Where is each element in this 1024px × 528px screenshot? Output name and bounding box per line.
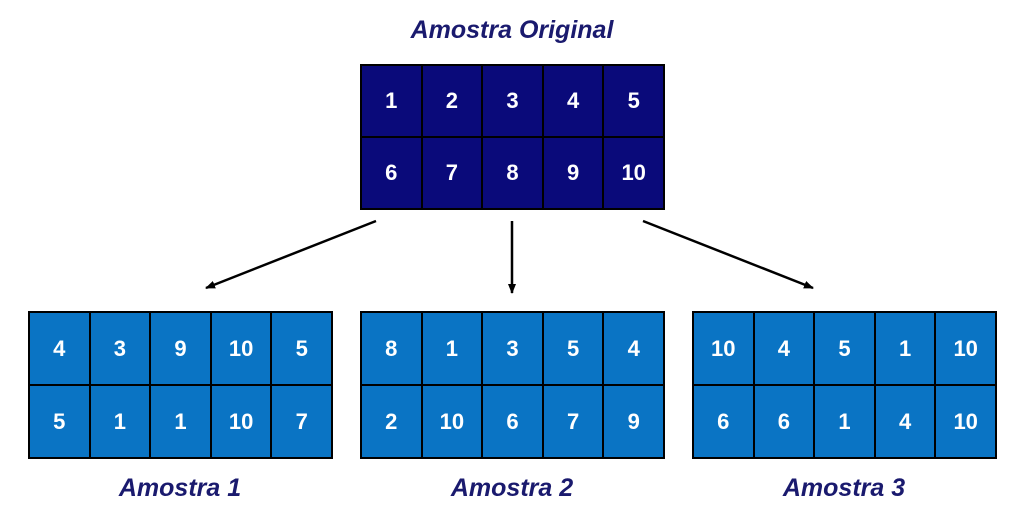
grid-cell: 6: [361, 137, 422, 209]
grid-cell: 8: [482, 137, 543, 209]
grid-cell: 7: [542, 385, 604, 458]
grid-cell: 10: [210, 312, 272, 385]
grid-cell: 8: [361, 312, 422, 385]
grid-cell: 10: [935, 385, 996, 458]
grid-cell: 10: [693, 312, 754, 385]
grid-cell: 10: [603, 137, 664, 209]
grid-cell: 4: [874, 385, 936, 458]
sample-2-title: Amostra 2: [450, 474, 574, 502]
grid-cell: 2: [361, 385, 422, 458]
sample-2-grid: 8 1 3 5 4 2 10 6 7 9: [360, 311, 665, 459]
grid-cell: 9: [150, 312, 211, 385]
grid-cell: 6: [693, 385, 754, 458]
grid-cell: 7: [271, 385, 332, 458]
grid-cell: 1: [89, 385, 151, 458]
grid-cell: 4: [29, 312, 90, 385]
grid-cell: 5: [603, 65, 664, 137]
sample-3-grid: 10 4 5 1 10 6 6 1 4 10: [692, 311, 997, 459]
grid-cell: 10: [210, 385, 272, 458]
grid-cell: 6: [482, 385, 543, 458]
grid-cell: 1: [421, 312, 483, 385]
original-sample-title: Amostra Original: [410, 16, 614, 44]
grid-cell: 5: [271, 312, 332, 385]
grid-cell: 7: [421, 137, 483, 209]
sample-1-grid: 4 3 9 10 5 5 1 1 10 7: [28, 311, 333, 459]
grid-cell: 10: [935, 312, 996, 385]
grid-cell: 6: [753, 385, 815, 458]
arrow-to-sample-1: [205, 219, 377, 290]
grid-cell: 1: [150, 385, 211, 458]
original-sample-grid: 1 2 3 4 5 6 7 8 9 10: [360, 64, 665, 210]
grid-cell: 3: [482, 312, 543, 385]
grid-cell: 5: [814, 312, 875, 385]
grid-cell: 9: [603, 385, 664, 458]
grid-cell: 4: [753, 312, 815, 385]
sample-1-title: Amostra 1: [118, 474, 242, 502]
grid-cell: 3: [89, 312, 151, 385]
sample-3-title: Amostra 3: [782, 474, 906, 502]
grid-cell: 5: [542, 312, 604, 385]
grid-cell: 1: [814, 385, 875, 458]
grid-cell: 2: [421, 65, 483, 137]
grid-cell: 4: [603, 312, 664, 385]
grid-cell: 1: [874, 312, 936, 385]
grid-cell: 5: [29, 385, 90, 458]
grid-cell: 3: [482, 65, 543, 137]
grid-cell: 9: [542, 137, 604, 209]
grid-cell: 10: [421, 385, 483, 458]
grid-cell: 1: [361, 65, 422, 137]
arrow-to-sample-3: [642, 219, 814, 290]
grid-cell: 4: [542, 65, 604, 137]
